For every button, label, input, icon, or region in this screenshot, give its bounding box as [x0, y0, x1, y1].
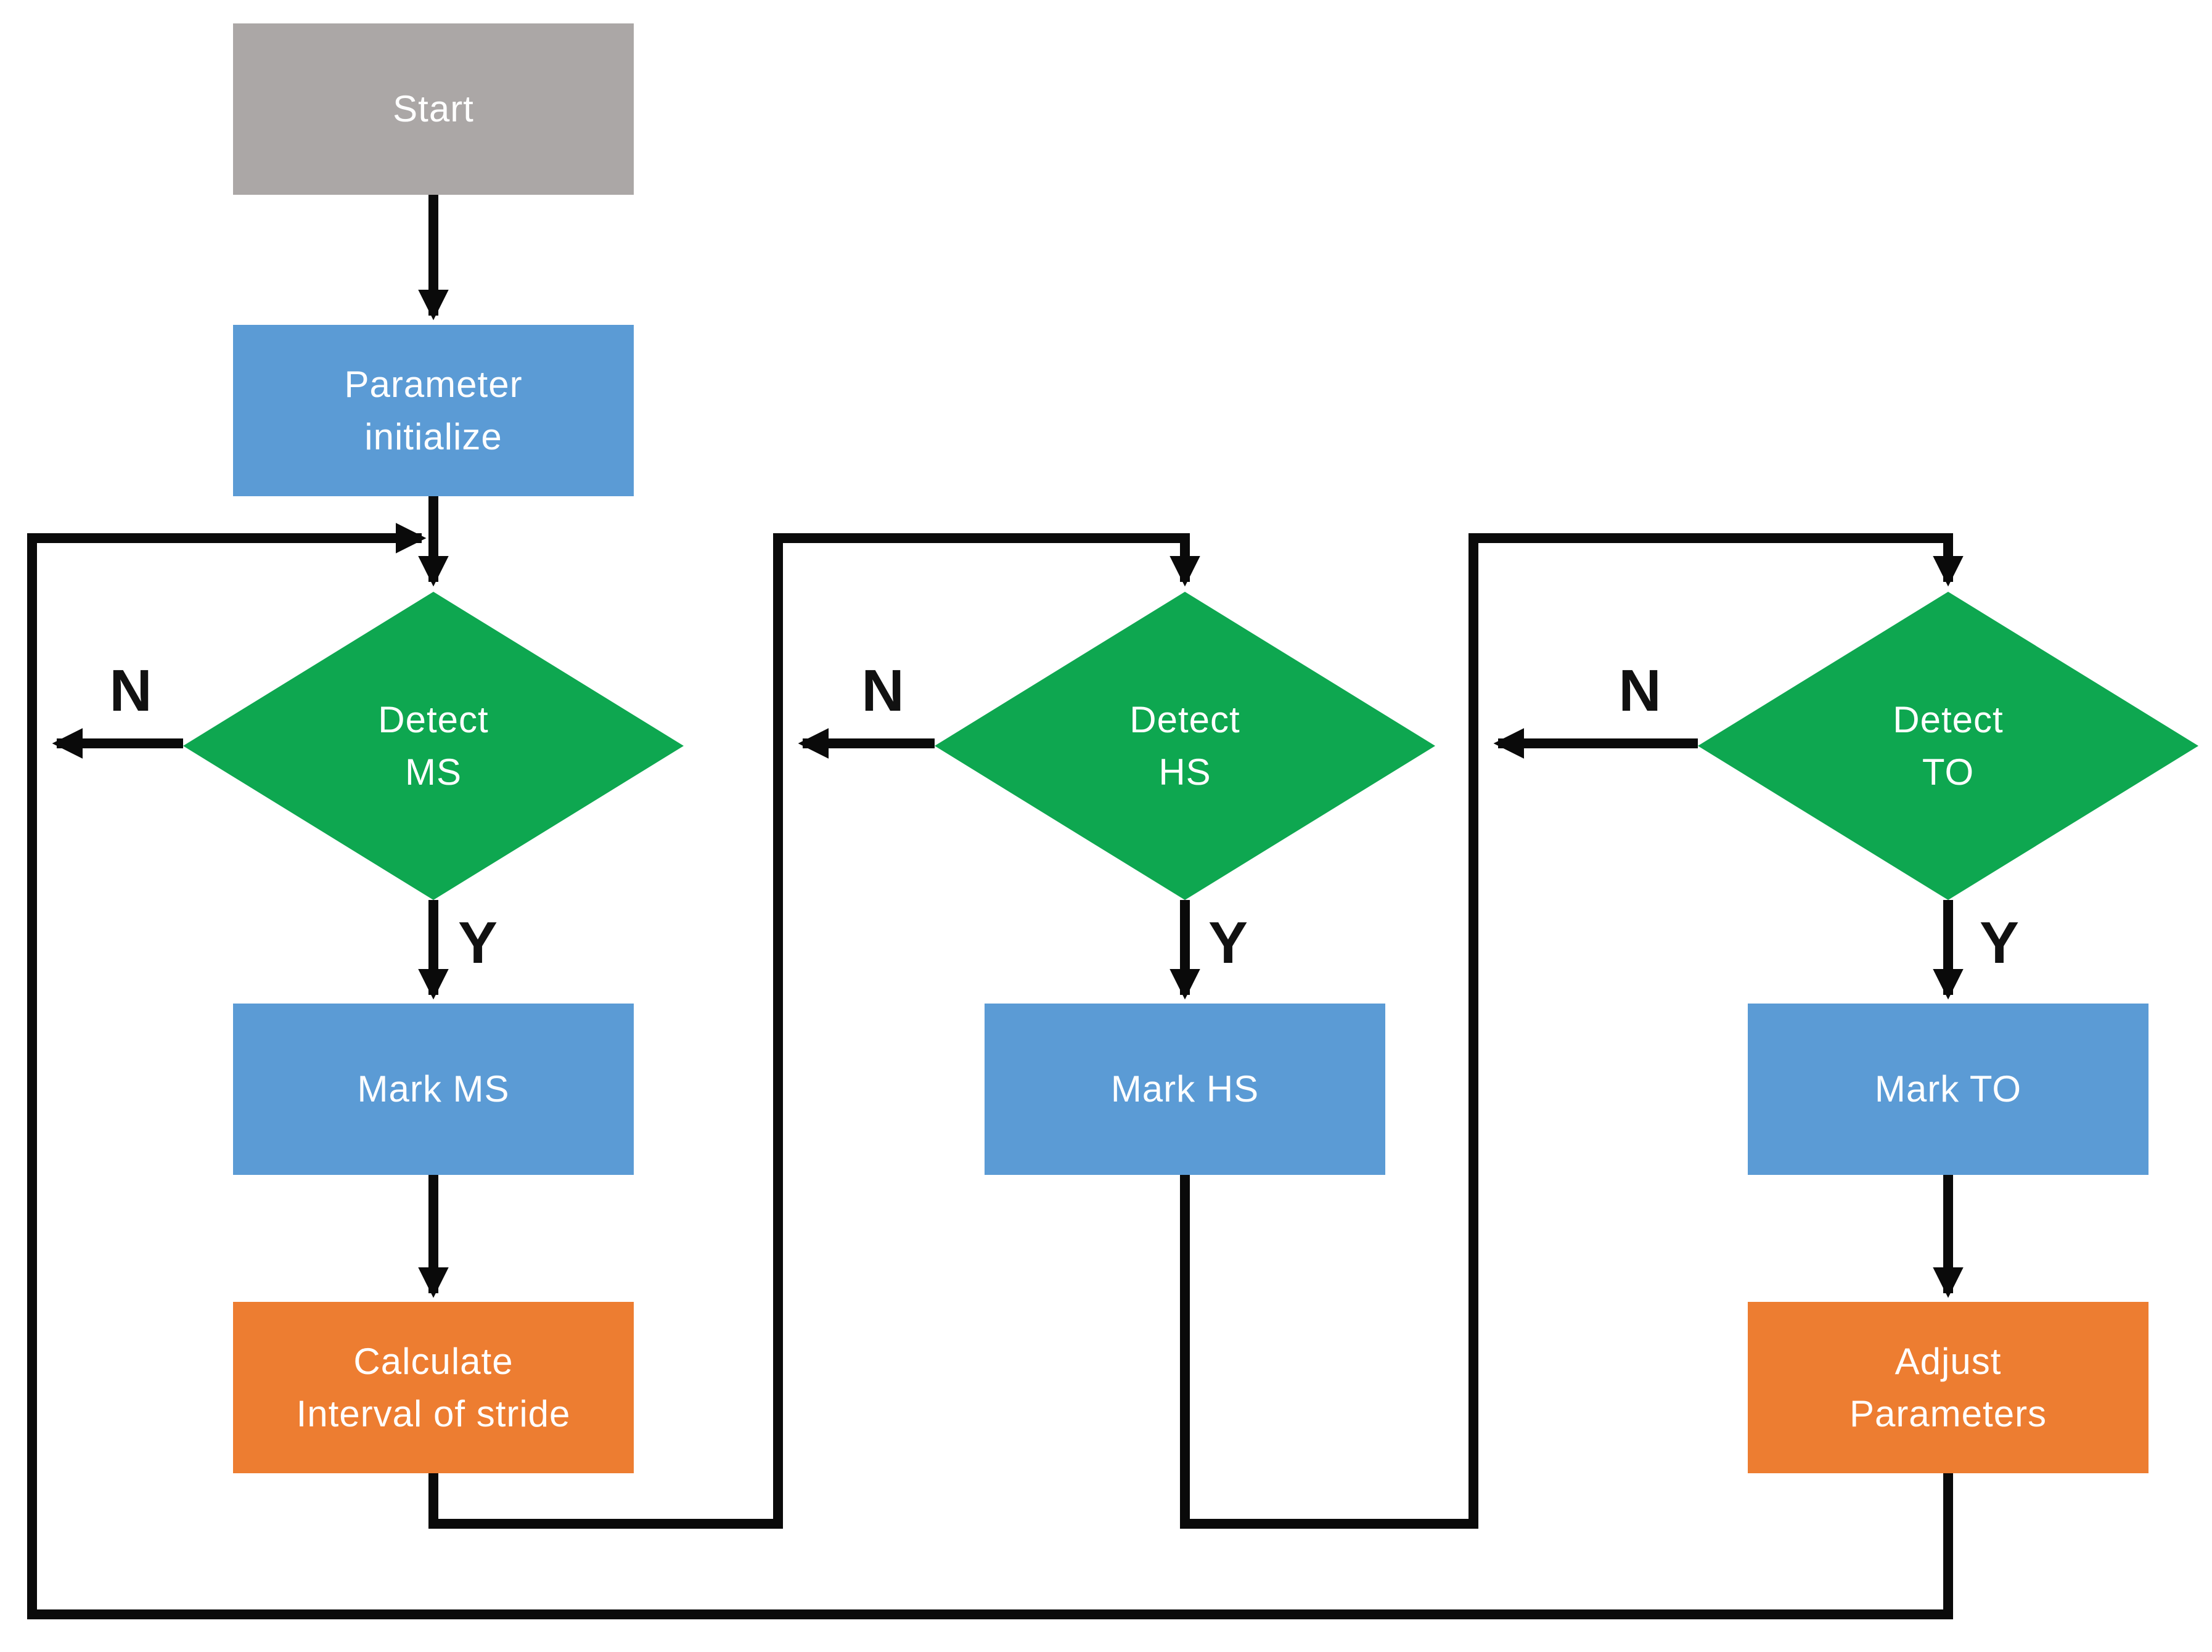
node-calculate-line2: Interval of stride — [296, 1393, 571, 1434]
node-detect-hs-line1: Detect — [1129, 698, 1240, 740]
node-detect-ms-line1: Detect — [378, 698, 489, 740]
detect-to-diamond — [1698, 592, 2198, 900]
node-detect-ms: Detect MS — [248, 660, 618, 832]
node-parameter-initialize-line1: Parameter — [344, 363, 523, 405]
node-adjust-line1: Adjust — [1895, 1340, 2002, 1382]
node-detect-to-line1: Detect — [1893, 698, 2004, 740]
node-detect-ms-line2: MS — [405, 751, 462, 793]
node-start-label: Start — [393, 88, 474, 130]
node-detect-to: Detect TO — [1763, 660, 2133, 832]
node-mark-ms-label: Mark MS — [357, 1068, 510, 1110]
branch-label-detect-ms-no: N — [109, 658, 152, 724]
detect-hs-diamond — [935, 592, 1435, 900]
node-calculate-line1: Calculate — [353, 1340, 514, 1382]
node-adjust-parameters: Adjust Parameters — [1748, 1302, 2149, 1473]
node-start: Start — [233, 23, 634, 195]
node-mark-to-label: Mark TO — [1874, 1068, 2022, 1110]
node-parameter-initialize: Parameter initialize — [233, 325, 634, 496]
branch-label-detect-hs-yes: Y — [1208, 910, 1248, 976]
node-mark-hs: Mark HS — [985, 1004, 1385, 1175]
edge-mark-hs-loop-to-detect-to — [1180, 533, 1964, 1529]
detect-ms-diamond — [183, 592, 684, 900]
edge-calc-loop-to-detect-hs — [428, 533, 1200, 1529]
node-adjust-line2: Parameters — [1849, 1393, 2047, 1434]
node-calculate-interval-of-stride: Calculate Interval of stride — [233, 1302, 634, 1473]
node-detect-hs-line2: HS — [1158, 751, 1211, 793]
node-detect-hs: Detect HS — [1000, 660, 1370, 832]
branch-label-detect-to-no: N — [1618, 658, 1661, 724]
node-detect-to-line2: TO — [1922, 751, 1975, 793]
node-mark-hs-label: Mark HS — [1110, 1068, 1260, 1110]
branch-label-detect-to-yes: Y — [1979, 910, 2020, 976]
node-parameter-initialize-line2: initialize — [364, 416, 502, 457]
node-mark-to: Mark TO — [1748, 1004, 2149, 1175]
branch-label-detect-hs-no: N — [861, 658, 904, 724]
node-mark-ms: Mark MS — [233, 1004, 634, 1175]
edge-adjust-loop-to-detect-ms — [27, 523, 1953, 1619]
branch-label-detect-ms-yes: Y — [457, 910, 498, 976]
